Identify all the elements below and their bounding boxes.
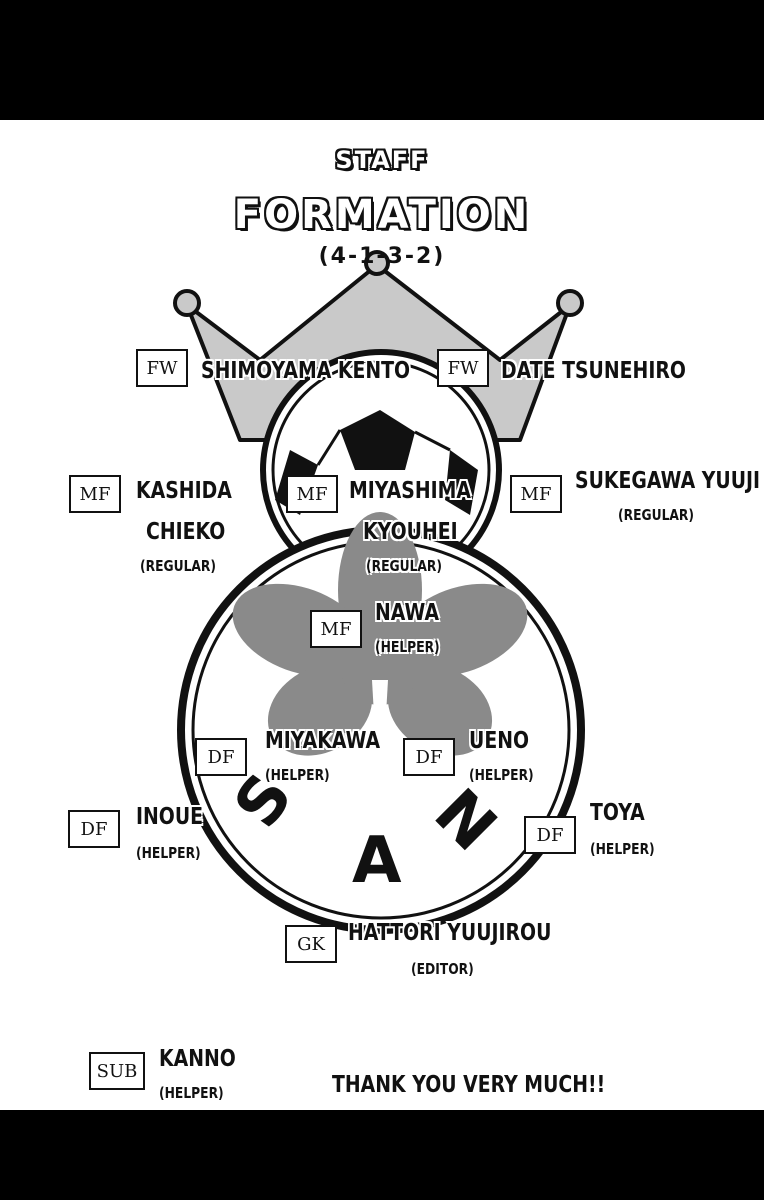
player-role: (REGULAR)	[140, 557, 217, 575]
player-role: (HELPER)	[375, 638, 440, 656]
player-name-line2: CHIEKO	[146, 519, 226, 545]
team-emblem: S A N	[173, 250, 585, 934]
position-badge-mf: MF	[510, 475, 562, 513]
thank-you-message: THANK YOU VERY MUCH!!	[332, 1072, 606, 1098]
top-black-band	[0, 0, 764, 120]
player-name: UENO	[469, 728, 530, 754]
bottom-black-band	[0, 1110, 764, 1200]
staff-heading: STAFF	[335, 146, 429, 174]
position-badge-df: DF	[68, 810, 120, 848]
position-badge-fw: FW	[136, 349, 188, 387]
player-name: NAWA	[375, 600, 440, 626]
position-badge-df: DF	[403, 738, 455, 776]
player-name: MIYASHIMA	[349, 478, 471, 504]
formation-panel: S A N STAFF FORMATION (4-1-3-2) FW SHIMO…	[0, 120, 764, 1110]
player-name: DATE TSUNEHIRO	[501, 358, 686, 384]
flower-icon	[232, 512, 528, 820]
position-badge-gk: GK	[285, 925, 337, 963]
position-badge-df: DF	[195, 738, 247, 776]
player-name: HATTORI YUUJIROU	[348, 920, 552, 946]
position-badge-mf: MF	[69, 475, 121, 513]
player-role: (EDITOR)	[411, 960, 474, 978]
player-name: INOUE	[136, 804, 204, 830]
formation-title: FORMATION	[233, 192, 531, 238]
player-role: (REGULAR)	[366, 557, 443, 575]
player-name: SHIMOYAMA KENTO	[201, 358, 411, 384]
position-badge-fw: FW	[437, 349, 489, 387]
position-badge-sub: SUB	[89, 1052, 145, 1090]
player-name-line2: KYOUHEI	[363, 519, 458, 545]
player-name: KANNO	[159, 1046, 236, 1072]
player-role: (HELPER)	[590, 840, 655, 858]
player-role: (HELPER)	[159, 1084, 224, 1102]
player-name: MIYAKAWA	[265, 728, 381, 754]
emblem-letter-a: A	[352, 824, 402, 898]
position-badge-df: DF	[524, 816, 576, 854]
player-role: (REGULAR)	[618, 506, 695, 524]
player-name: TOYA	[590, 800, 645, 826]
player-name: SUKEGAWA YUUJI	[575, 468, 761, 494]
position-badge-mf: MF	[310, 610, 362, 648]
position-badge-mf: MF	[286, 475, 338, 513]
player-name: KASHIDA	[136, 478, 232, 504]
player-role: (HELPER)	[265, 766, 330, 784]
formation-scheme: (4-1-3-2)	[318, 244, 446, 269]
player-role: (HELPER)	[136, 844, 201, 862]
player-role: (HELPER)	[469, 766, 534, 784]
emblem-letters: S A N	[220, 761, 510, 898]
